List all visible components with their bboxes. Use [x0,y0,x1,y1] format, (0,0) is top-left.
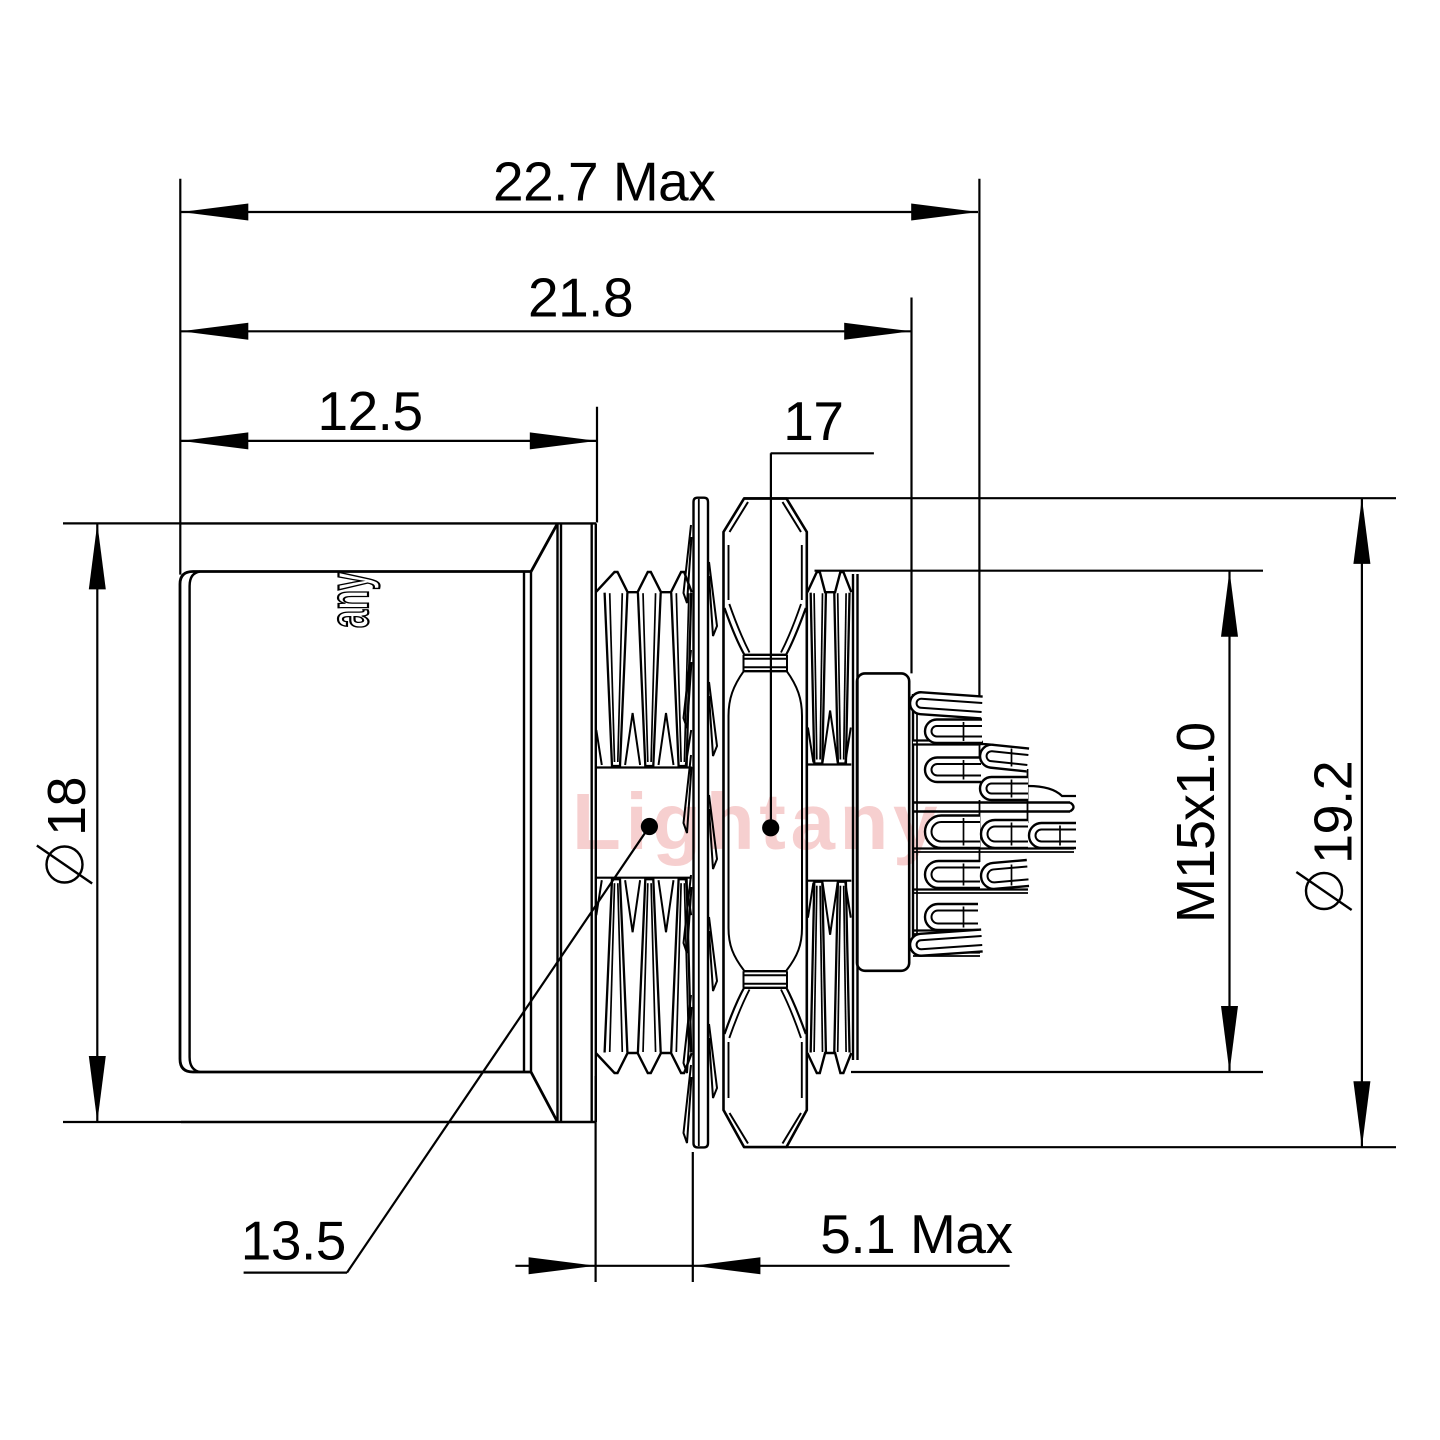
svg-text:12.5: 12.5 [318,380,423,442]
svg-text:19.2: 19.2 [1304,761,1364,864]
svg-text:M15x1.0: M15x1.0 [1166,723,1226,923]
svg-text:13.5: 13.5 [241,1210,346,1272]
svg-text:Lightany: Lightany [572,777,942,866]
svg-text:any: any [317,572,380,628]
svg-text:5.1 Max: 5.1 Max [820,1203,1012,1265]
svg-text:17: 17 [783,390,843,452]
svg-text:21.8: 21.8 [528,267,633,329]
svg-text:22.7 Max: 22.7 Max [493,150,715,212]
svg-text:18: 18 [37,777,97,836]
